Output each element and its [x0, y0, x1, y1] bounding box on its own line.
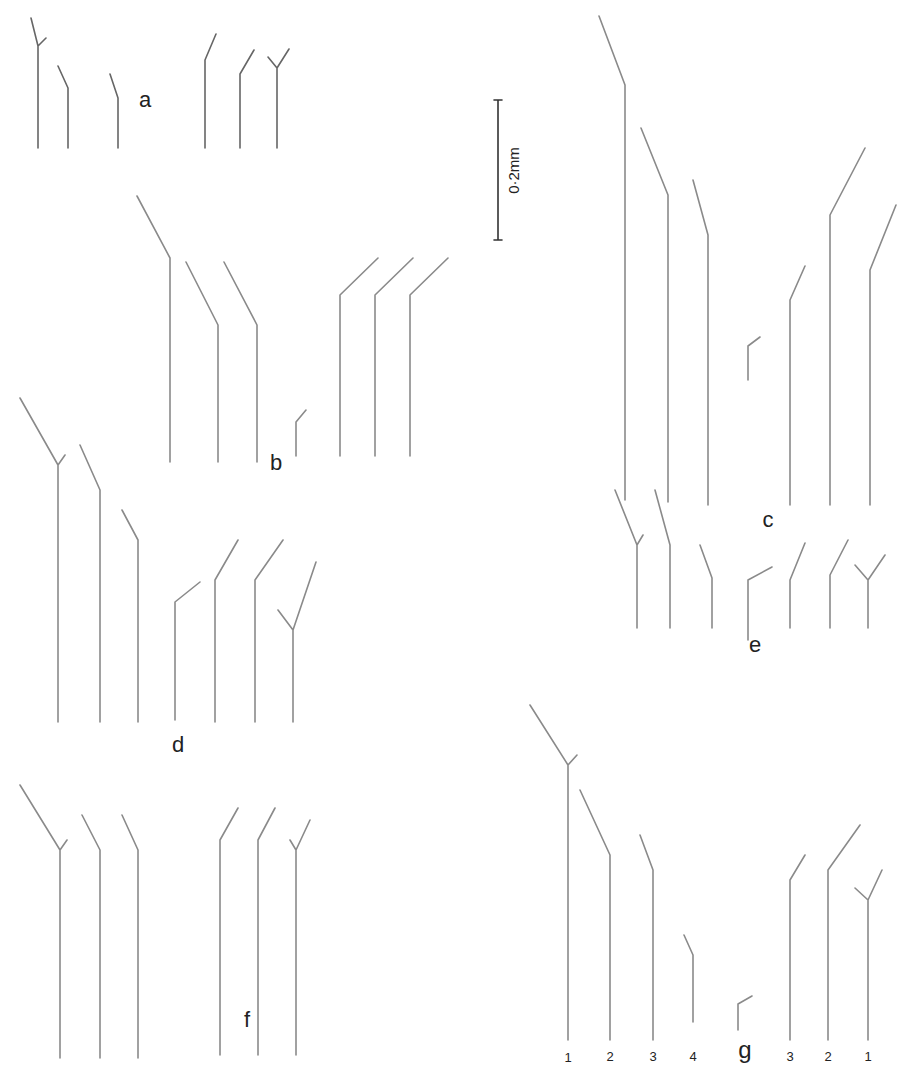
callout-number: 4 — [689, 1050, 696, 1063]
scale-bar — [494, 100, 502, 240]
panel-letter: d — [172, 734, 184, 756]
spicule-set-b — [137, 196, 448, 462]
panel-letter: a — [139, 89, 151, 111]
spicule-set-g — [530, 705, 882, 1040]
callout-number: 2 — [824, 1050, 831, 1063]
spicule-set-d — [20, 398, 316, 722]
callout-number: 3 — [649, 1050, 656, 1063]
spicule-set-c — [599, 16, 896, 505]
callout-number: 2 — [606, 1050, 613, 1063]
callout-number: 3 — [786, 1050, 793, 1063]
scale-label: 0·2mm — [505, 147, 520, 194]
spicule-set-f — [20, 785, 310, 1058]
panel-letter: c — [763, 509, 774, 531]
panel-letter: b — [270, 452, 282, 474]
callout-number: 1 — [564, 1051, 571, 1064]
spicule-set-e — [615, 490, 885, 640]
panel-letter: f — [244, 1009, 250, 1031]
panel-letter: g — [738, 1038, 751, 1062]
spicule-set-a — [31, 18, 289, 148]
panel-letter: e — [749, 634, 761, 656]
callout-number: 1 — [864, 1050, 871, 1063]
